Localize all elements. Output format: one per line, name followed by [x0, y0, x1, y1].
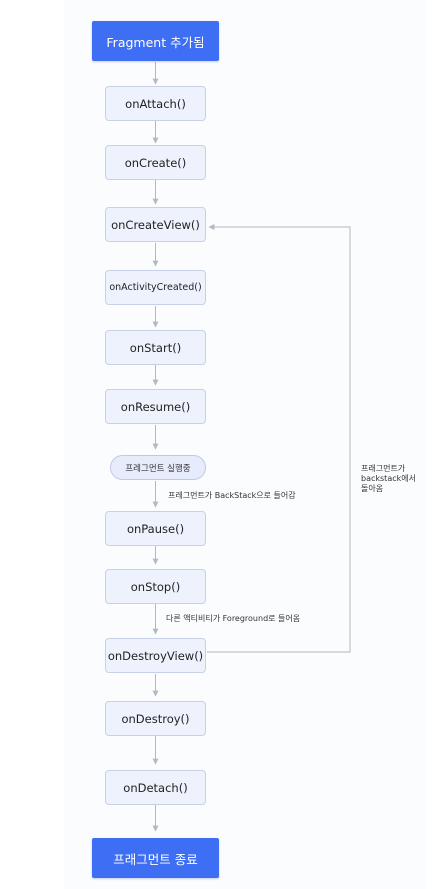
on-start-node: onStart() [105, 330, 206, 365]
on-attach-node: onAttach() [105, 86, 206, 121]
fragment-added-node: Fragment 추가됨 [92, 21, 219, 61]
on-detach-node: onDetach() [105, 770, 206, 805]
on-create-node: onCreate() [105, 145, 206, 180]
loop-connector-destroyview-to-createview [207, 224, 351, 653]
on-destroy-view-node: onDestroyView() [105, 638, 206, 673]
on-activity-created-node: onActivityCreated() [105, 270, 206, 305]
backstack-return-line-3: 돌아옴 [361, 484, 384, 493]
backstack-return-label: 프래그먼트가 backstack에서 돌아옴 [361, 464, 416, 494]
on-resume-node: onResume() [105, 389, 206, 424]
on-pause-node: onPause() [105, 511, 206, 546]
on-create-view-node: onCreateView() [105, 207, 206, 242]
fragment-ended-node: 프래그먼트 종료 [92, 838, 219, 878]
backstack-return-line-2: backstack에서 [361, 474, 416, 483]
fragment-running-node: 프레그먼트 실행중 [110, 455, 206, 480]
other-activity-foreground-label: 다른 액티비티가 Foreground로 들어옴 [166, 614, 301, 623]
on-destroy-node: onDestroy() [105, 701, 206, 736]
backstack-return-line-1: 프래그먼트가 [361, 464, 406, 473]
on-stop-node: onStop() [105, 569, 206, 604]
backstack-enter-label: 프레그먼트가 BackStack으로 들어감 [168, 491, 296, 500]
